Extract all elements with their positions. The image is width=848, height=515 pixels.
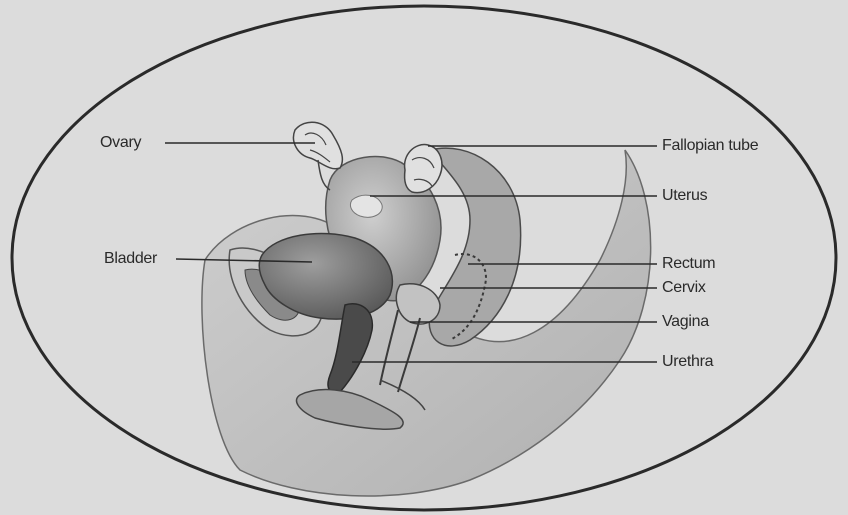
label-bladder: Bladder [104,249,157,269]
label-fallopian-tube: Fallopian tube [662,136,758,156]
fallopian-tube-shape [405,145,442,193]
label-vagina: Vagina [662,312,709,332]
label-ovary: Ovary [100,133,141,153]
label-cervix: Cervix [662,278,706,298]
label-uterus: Uterus [662,186,707,206]
uterine-cavity [350,195,382,217]
label-rectum: Rectum [662,254,715,274]
label-urethra: Urethra [662,352,713,372]
